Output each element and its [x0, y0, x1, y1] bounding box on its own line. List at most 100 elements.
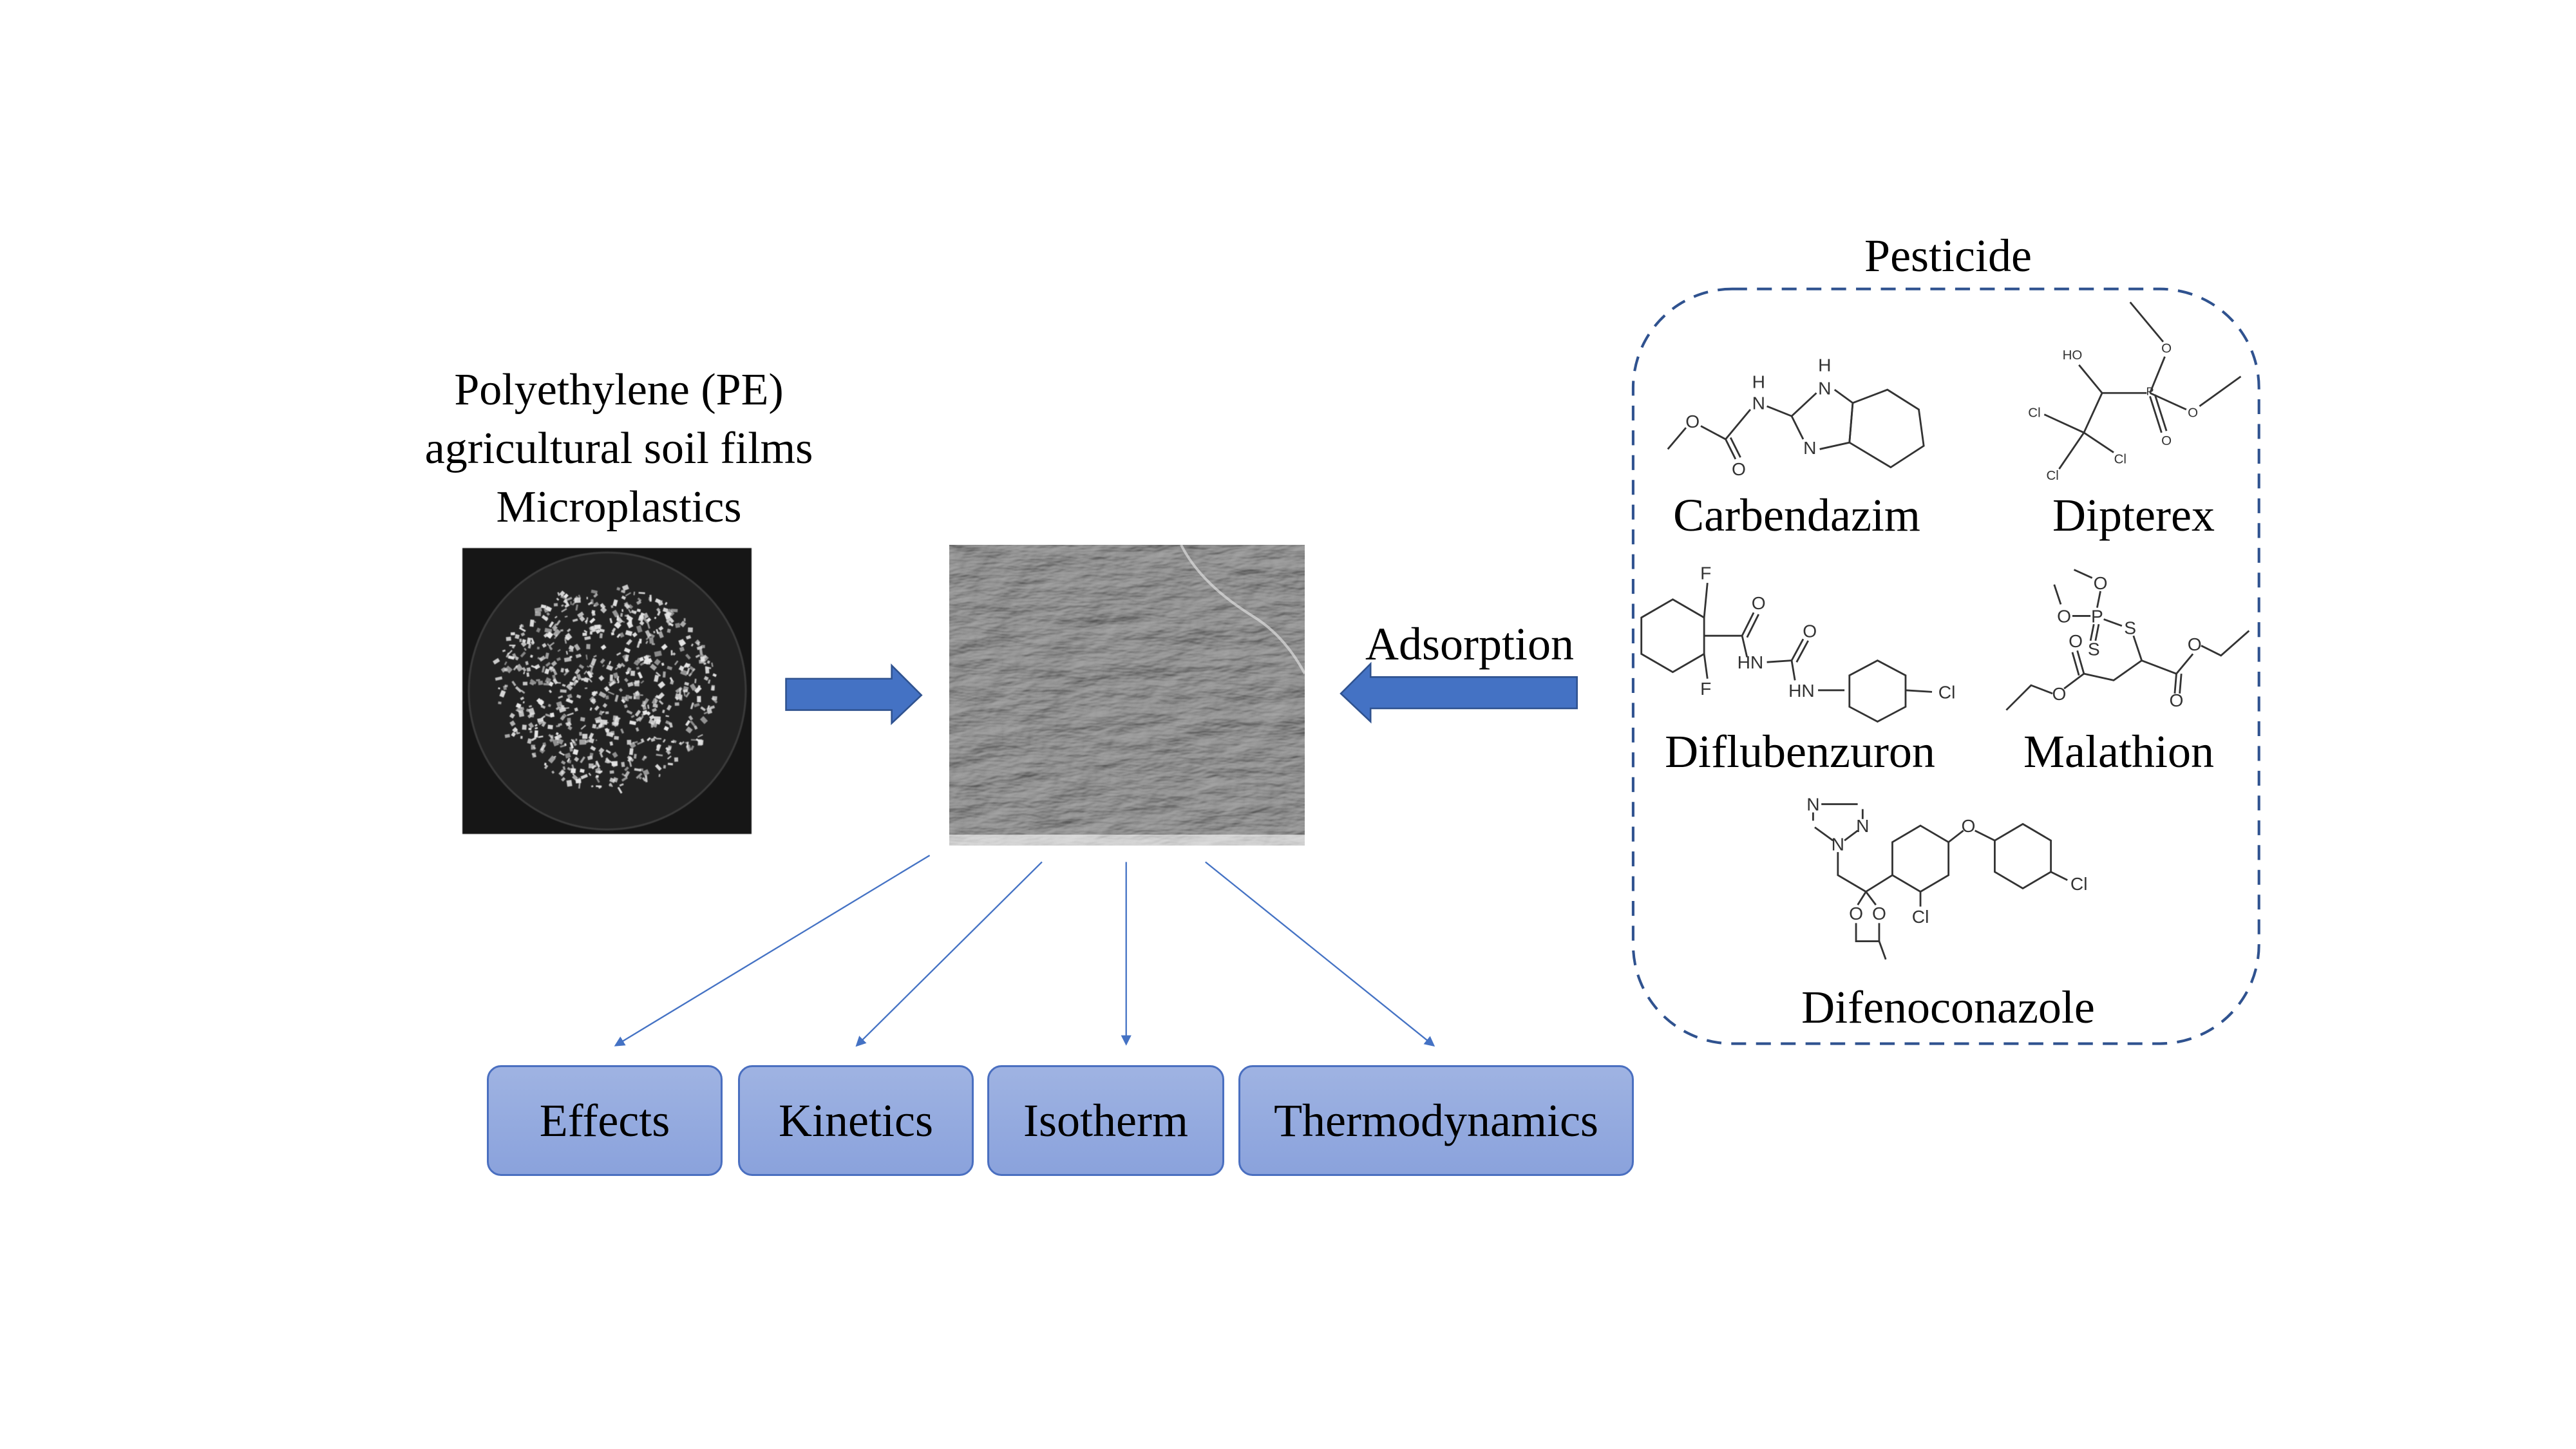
- microplastic-fragment: [629, 696, 632, 699]
- atom-label: O: [1732, 459, 1746, 479]
- microplastic-fragment: [625, 642, 629, 645]
- microplastic-fragment: [624, 677, 629, 683]
- microplastic-fragment: [616, 677, 620, 682]
- microplastic-fragment: [579, 739, 587, 745]
- microplastic-fragment: [555, 732, 559, 735]
- microplastic-fragment: [565, 632, 573, 641]
- microplastic-fragment: [703, 676, 709, 681]
- microplastic-fragment: [600, 658, 605, 664]
- microplastic-fragment: [585, 739, 591, 744]
- microplastic-fragment: [547, 755, 556, 764]
- microplastic-fragment: [548, 681, 554, 687]
- microplastic-fragment: [515, 634, 520, 639]
- microplastic-fragment: [685, 663, 689, 668]
- microplastic-fragment: [526, 672, 530, 677]
- microplastic-fragment: [679, 741, 685, 746]
- microplastic-fragment: [653, 630, 656, 634]
- microplastic-fragment: [655, 764, 662, 771]
- microplastic-fragment: [645, 617, 651, 623]
- microplastic-fragment: [621, 584, 629, 591]
- atom-label: HO: [2063, 348, 2083, 363]
- microplastic-fragment: [667, 665, 673, 670]
- microplastic-fragment: [639, 620, 645, 626]
- microplastic-fragment: [553, 629, 561, 638]
- pesticide-dashed-container: [1631, 287, 2260, 1045]
- microplastic-fragment: [667, 751, 671, 755]
- atom-label: H: [1752, 371, 1765, 392]
- microplastic-fragment: [679, 640, 687, 647]
- microplastic-fragment: [607, 691, 615, 696]
- microplastic-fragment: [547, 724, 553, 730]
- microplastic-fragment: [567, 767, 571, 771]
- microplastic-fragment: [666, 705, 672, 711]
- microplastic-fragment: [579, 616, 585, 622]
- microplastic-fragment: [624, 614, 629, 617]
- microplastic-fragment: [562, 683, 566, 687]
- microplastic-fragment: [560, 760, 566, 765]
- microplastic-fragment: [580, 773, 588, 780]
- thermodynamics-box: Thermodynamics: [1238, 1065, 1634, 1176]
- microplastic-fragment: [589, 707, 592, 711]
- atom-label: O: [1849, 903, 1863, 923]
- microplastic-fragment: [574, 597, 581, 603]
- microplastic-fragment: [679, 696, 683, 701]
- microplastic-fragment: [604, 728, 609, 733]
- microplastic-fragment: [565, 698, 574, 704]
- microplastic-fragment: [547, 643, 550, 647]
- molecule-name-difenoconazole: Difenoconazole: [1801, 981, 2095, 1033]
- microplastic-fragment: [600, 603, 606, 609]
- microplastic-fragment: [529, 679, 537, 685]
- microplastic-fragment: [658, 699, 664, 705]
- microplastic-fragment: [697, 696, 701, 703]
- kinetics-label: Kinetics: [779, 1094, 933, 1146]
- microplastic-fragment: [571, 768, 576, 773]
- microplastic-fragment: [554, 734, 562, 741]
- microplastic-fragment: [555, 706, 561, 711]
- microplastic-fragment: [578, 664, 585, 669]
- microplastic-fragment: [590, 625, 596, 633]
- microplastic-fragment: [594, 705, 600, 711]
- microplastic-fragment: [565, 650, 569, 655]
- microplastic-fragment: [668, 622, 674, 627]
- microplastic-fragment: [528, 707, 535, 716]
- microplastic-fragment: [536, 697, 544, 706]
- microplastic-fragment: [564, 752, 571, 759]
- microplastic-fragment: [531, 744, 535, 750]
- microplastic-fragment: [612, 609, 620, 618]
- microplastic-fragment: [545, 652, 549, 659]
- microplastic-fragment: [703, 662, 706, 665]
- microplastic-fragment: [642, 710, 649, 715]
- microplastic-fragment: [560, 594, 567, 600]
- microplastic-fragment: [556, 657, 562, 661]
- microplastic-fragment: [522, 667, 527, 672]
- microplastic-fragment: [583, 630, 588, 633]
- microplastic-fragment: [531, 638, 535, 644]
- microplastic-fragment: [683, 689, 688, 693]
- microplastic-fragment: [697, 734, 703, 738]
- microplastic-fragment: [512, 653, 517, 659]
- microplastic-fragment: [617, 786, 623, 794]
- microplastic-fragment: [649, 637, 654, 644]
- microplastic-fragment: [527, 643, 532, 649]
- microplastic-fragment: [540, 744, 546, 752]
- microplastic-fragment: [685, 653, 691, 660]
- atom-label: N: [1752, 393, 1765, 413]
- microplastic-fragment: [632, 692, 640, 697]
- microplastic-fragment: [567, 628, 571, 632]
- microplastic-fragment: [512, 726, 518, 733]
- microplastic-fragment: [603, 686, 610, 692]
- microplastic-fragment: [536, 679, 540, 682]
- microplastic-fragment: [616, 633, 621, 638]
- microplastic-fragment: [612, 752, 618, 758]
- microplastic-fragment: [675, 696, 679, 701]
- microplastic-fragment: [690, 745, 695, 751]
- microplastic-fragment: [710, 705, 715, 710]
- arrow-to-effects: [614, 855, 931, 1046]
- microplastic-fragment: [520, 641, 527, 647]
- microplastic-fragment: [528, 722, 535, 729]
- microplastic-fragment: [663, 726, 669, 732]
- microplastic-fragment: [679, 620, 687, 628]
- microplastic-fragment: [700, 654, 705, 658]
- microplastic-fragment: [598, 675, 605, 681]
- microplastic-fragment: [623, 603, 630, 609]
